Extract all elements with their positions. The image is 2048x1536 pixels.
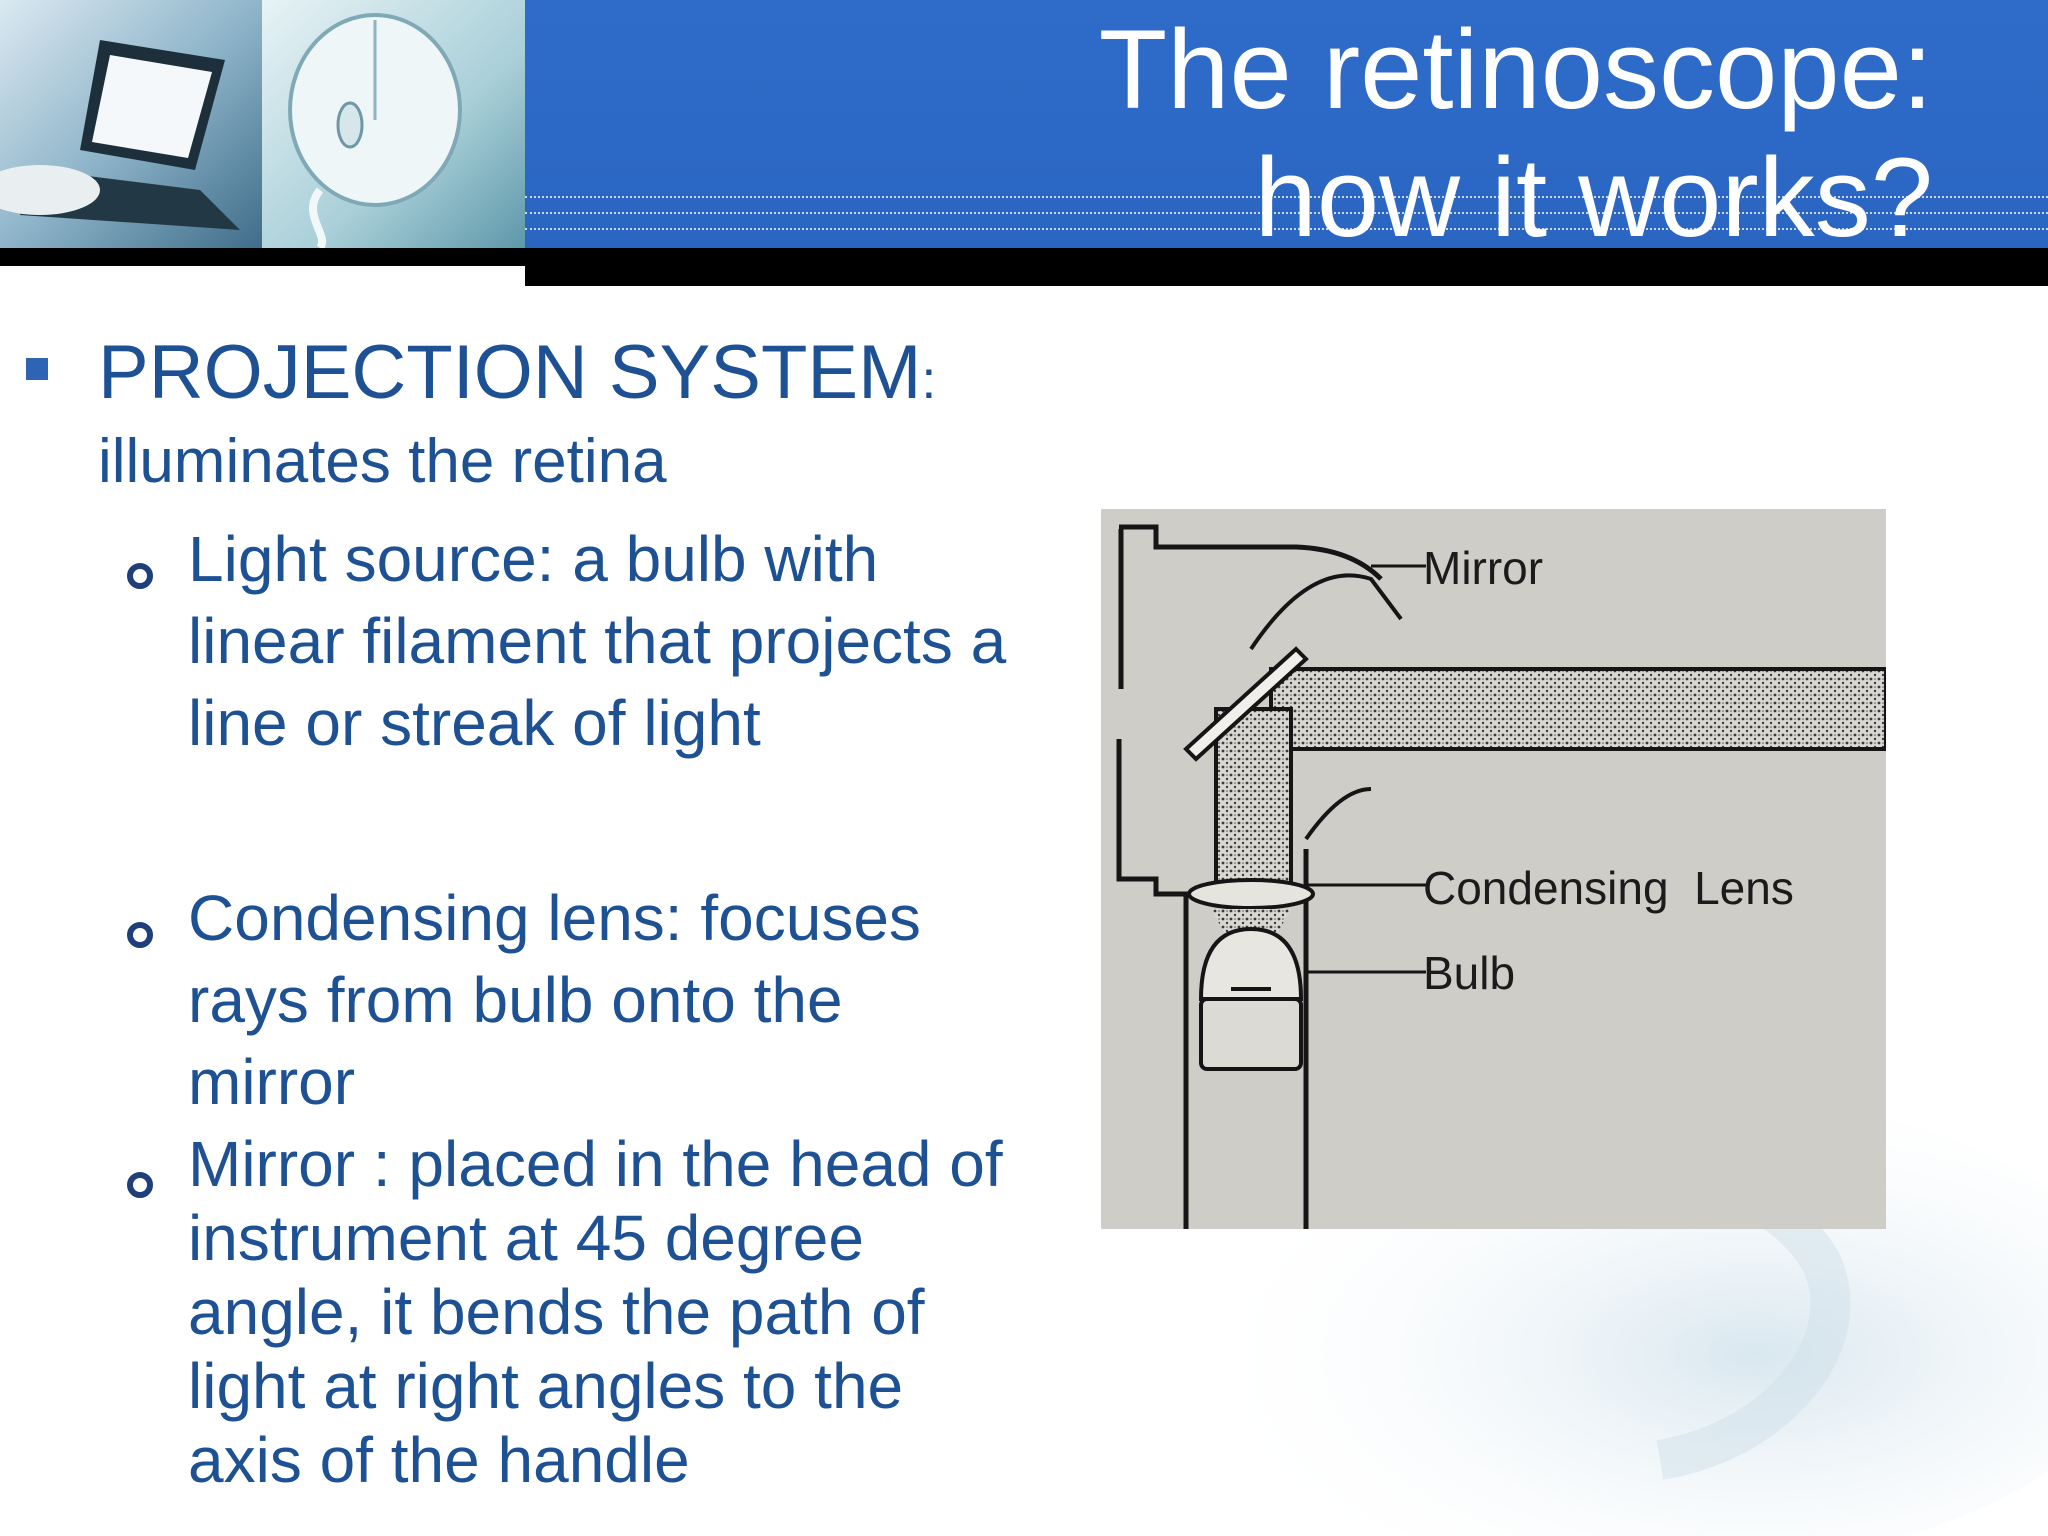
- sub-bullet-text: Mirror : placed in the head of instrumen…: [188, 1128, 1003, 1496]
- condensing-lens-shape: [1187, 878, 1315, 910]
- sub-bullet-mirror: Mirror : placed in the head of instrumen…: [188, 1127, 1018, 1497]
- sub-bullet-text: Light source: a bulb with linear filamen…: [188, 523, 1007, 759]
- header-dotted-rule: [525, 212, 2048, 214]
- label-bulb: Bulb: [1423, 947, 1515, 999]
- instrument-body-left: [1116, 739, 1189, 1229]
- heading-text: PROJECTION SYSTEM: [98, 330, 922, 415]
- header-photo: [0, 0, 525, 248]
- header-band: [525, 0, 2048, 248]
- header-dotted-rule: [525, 196, 2048, 198]
- mirror-shape: [1183, 646, 1309, 762]
- label-condensing-lens: Condensing Lens: [1423, 862, 1794, 914]
- horizontal-light-beam: [1269, 667, 1886, 751]
- header-rule-right: [525, 248, 2048, 286]
- vertical-light-beam: [1214, 707, 1293, 896]
- ring-bullet-icon: [127, 922, 153, 948]
- sub-bullet-condensing-lens: Condensing lens: focuses rays from bulb …: [188, 877, 1018, 1123]
- label-mirror: Mirror: [1423, 542, 1543, 594]
- ring-bullet-icon: [127, 1172, 153, 1198]
- diagram-svg: Mirror Condensing Lens Bulb: [1116, 524, 1886, 1229]
- slide-title: The retinoscope: how it works?: [1099, 6, 1933, 262]
- instrument-head-outline: [1119, 524, 1383, 581]
- retinoscope-diagram: Mirror Condensing Lens Bulb: [1101, 509, 1886, 1229]
- heading-colon: :: [921, 350, 937, 410]
- slide-title-line-2: how it works?: [1254, 135, 1933, 260]
- ring-bullet-icon: [127, 563, 153, 589]
- square-bullet-icon: [26, 358, 48, 380]
- mirror-arc: [1249, 573, 1403, 651]
- slide-title-line-1: The retinoscope:: [1098, 7, 1933, 132]
- sub-bullet-light-source: Light source: a bulb with linear filamen…: [188, 518, 1018, 764]
- header-dotted-rule: [525, 228, 2048, 230]
- sub-bullet-text: Condensing lens: focuses rays from bulb …: [188, 882, 921, 1118]
- bulb-shape: [1198, 926, 1304, 1001]
- bullet-level-1: PROJECTION SYSTEM: illuminates the retin…: [98, 328, 1098, 499]
- bulb-base: [1199, 997, 1303, 1071]
- lens-arc: [1304, 787, 1372, 841]
- header-rule-left: [0, 248, 525, 266]
- heading-subtext: illuminates the retina: [98, 427, 667, 496]
